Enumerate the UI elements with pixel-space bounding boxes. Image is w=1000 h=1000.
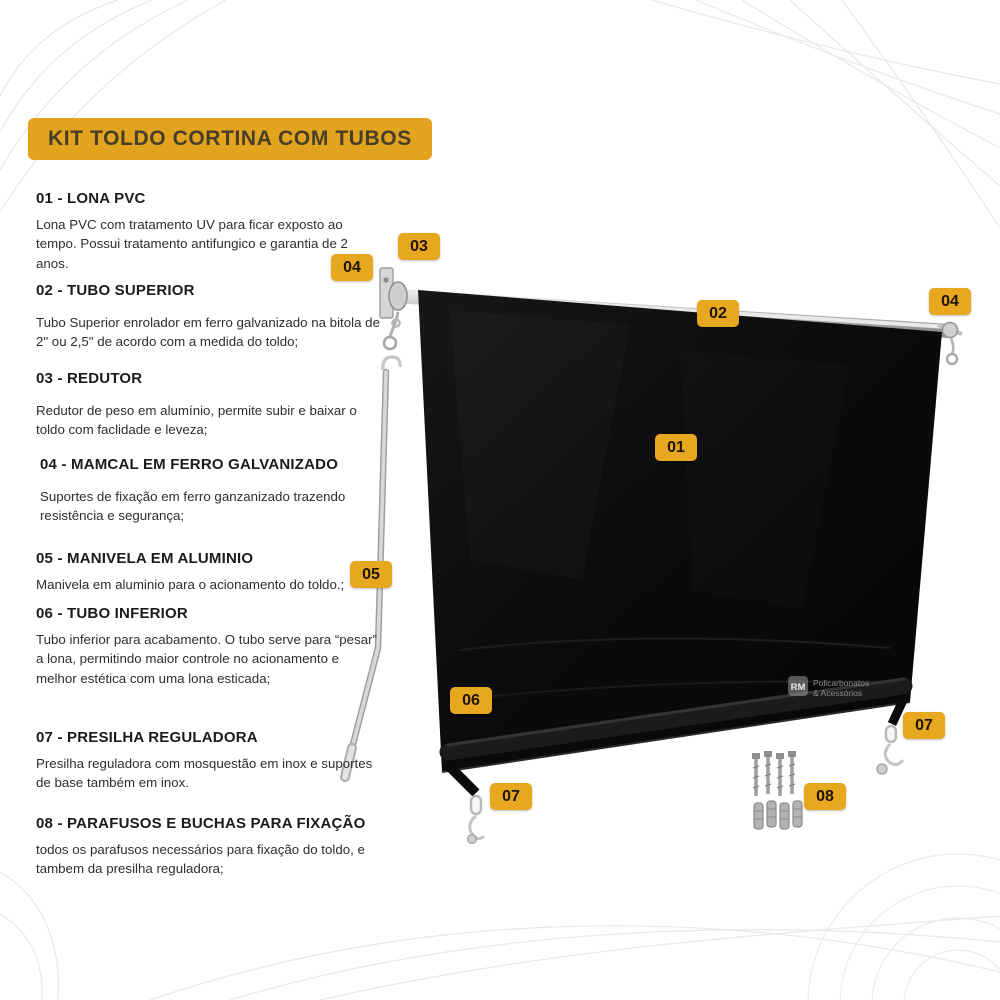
callout-badge-07-bottom: 07	[490, 783, 532, 810]
section-body: Lona PVC com tratamento UV para ficar ex…	[36, 216, 348, 272]
watermark: RM Policarbonatos & Acessórios	[788, 676, 869, 698]
section-08-parafusos: 08 - PARAFUSOS E BUCHAS PARA FIXAÇÃO tod…	[36, 814, 380, 879]
section-body: Presilha reguladora com mosquestão em in…	[36, 755, 373, 791]
section-heading: 02 - TUBO SUPERIOR	[36, 282, 195, 299]
crank-handle	[340, 355, 402, 782]
watermark-line2: & Acessórios	[813, 688, 862, 698]
callout-badge-06-tubo-inferior: 06	[450, 687, 492, 714]
section-heading: 06 - TUBO INFERIOR	[36, 605, 188, 622]
section-body: Manivela em aluminio para o acionamento …	[36, 576, 345, 592]
left-bracket-reducer	[379, 267, 408, 351]
section-heading: 08 - PARAFUSOS E BUCHAS PARA FIXAÇÃO	[36, 815, 366, 832]
right-clip-hook	[876, 696, 909, 775]
section-body: Suportes de fixação em ferro ganzanizado…	[40, 488, 346, 524]
section-05-manivela: 05 - MANIVELA EM ALUMINIO Manivela em al…	[36, 549, 380, 594]
section-07-presilha: 07 - PRESILHA REGULADORA Presilha regula…	[36, 728, 380, 793]
callout-badge-07-right: 07	[903, 712, 945, 739]
right-bracket	[937, 321, 963, 366]
section-06-tubo-inferior: 06 - TUBO INFERIOR Tubo inferior para ac…	[36, 604, 380, 689]
callout-badge-03-redutor: 03	[398, 233, 440, 260]
awning-illustration: RM Policarbonatos & Acessórios	[340, 267, 963, 844]
section-body: todos os parafusos necessários para fixa…	[36, 841, 365, 877]
callout-badge-04-right: 04	[929, 288, 971, 315]
watermark-line1: Policarbonatos	[813, 678, 869, 688]
section-heading: 07 - PRESILHA REGULADORA	[36, 729, 258, 746]
section-body: Redutor de peso em alumínio, permite sub…	[36, 402, 357, 438]
bottom-tube	[439, 677, 913, 761]
screws-and-anchors	[752, 751, 803, 830]
section-01-lona-pvc: 01 - LONA PVC Lona PVC com tratamento UV…	[36, 189, 380, 274]
callout-badge-08-parafusos: 08	[804, 783, 846, 810]
pvc-canvas	[418, 290, 942, 773]
page-title: KIT TOLDO CORTINA COM TUBOS	[28, 118, 432, 160]
callout-badge-02-tubo-superior: 02	[697, 300, 739, 327]
watermark-logo-text: RM	[791, 682, 806, 693]
section-heading: 04 - MAMCAL EM FERRO GALVANIZADO	[40, 456, 339, 473]
callout-badge-05-manivela: 05	[350, 561, 392, 588]
section-heading: 05 - MANIVELA EM ALUMINIO	[36, 550, 254, 567]
section-body: Tubo inferior para acabamento. O tubo se…	[36, 631, 377, 687]
section-04-mamcal: 04 - MAMCAL EM FERRO GALVANIZADO Suporte…	[40, 455, 384, 526]
callout-badge-04-left: 04	[331, 254, 373, 281]
section-02-tubo-superior: 02 - TUBO SUPERIOR Tubo Superior enrolad…	[36, 281, 380, 352]
callout-badge-01-lona: 01	[655, 434, 697, 461]
section-heading: 03 - REDUTOR	[36, 370, 143, 387]
watermark-logo-box	[788, 676, 808, 696]
section-03-redutor: 03 - REDUTOR Redutor de peso em alumínio…	[36, 369, 380, 440]
left-clip-hook	[444, 761, 486, 844]
section-body: Tubo Superior enrolador em ferro galvani…	[36, 314, 380, 350]
section-heading: 01 - LONA PVC	[36, 190, 146, 207]
